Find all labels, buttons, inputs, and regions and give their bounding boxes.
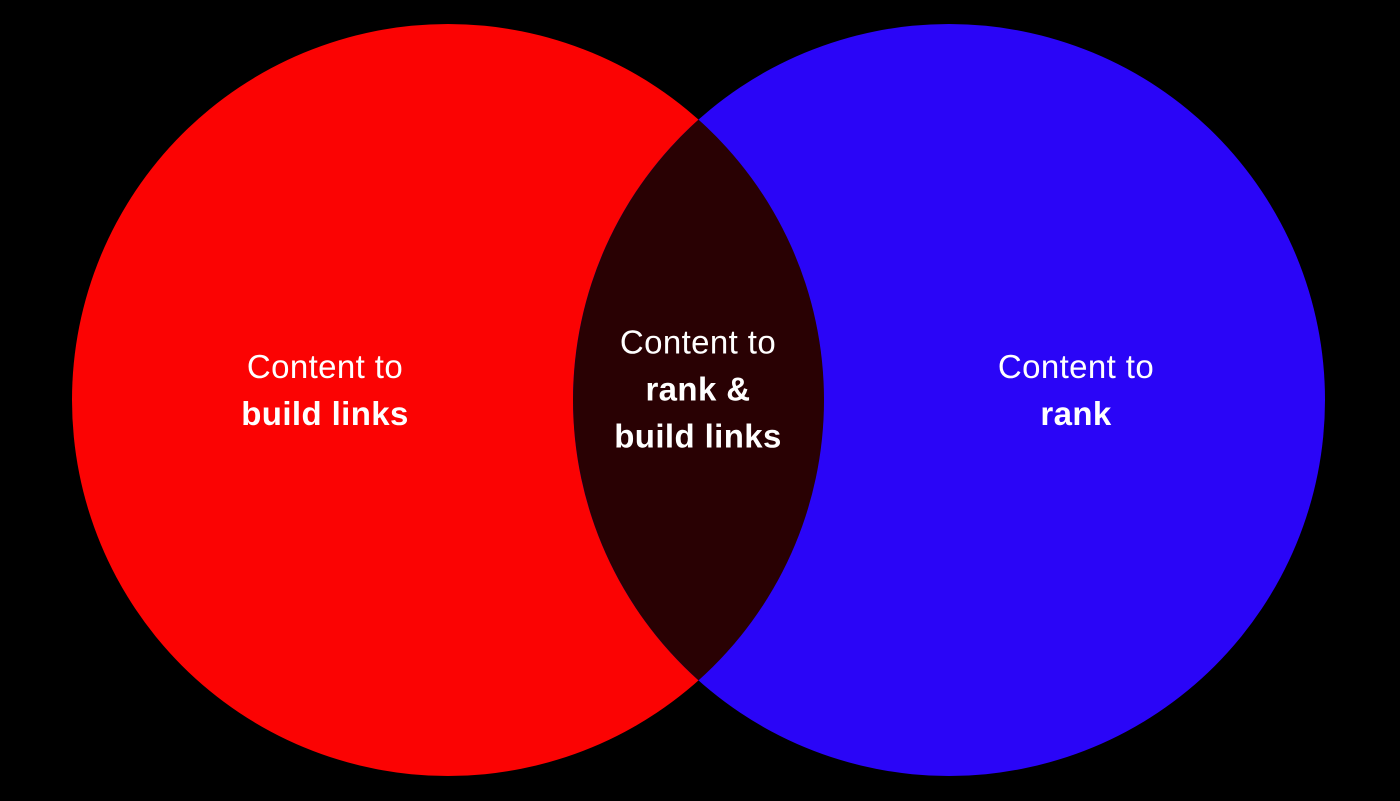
rank-label-line1: Content to — [997, 348, 1155, 385]
rank-label: Content to rank — [998, 343, 1154, 437]
rank-label-line2: rank — [1040, 395, 1112, 432]
build-links-label: Content to build links — [241, 343, 409, 437]
overlap-region — [573, 119, 824, 681]
overlap-label-line1: Content to — [619, 323, 777, 361]
build-links-label-line2: build links — [241, 395, 409, 432]
build-links-label-line1: Content to — [246, 348, 404, 385]
overlap-label: Content to rank & build links — [614, 319, 782, 460]
overlap-label-line3: build links — [614, 417, 782, 455]
overlap-label-line2: rank & — [645, 370, 751, 408]
